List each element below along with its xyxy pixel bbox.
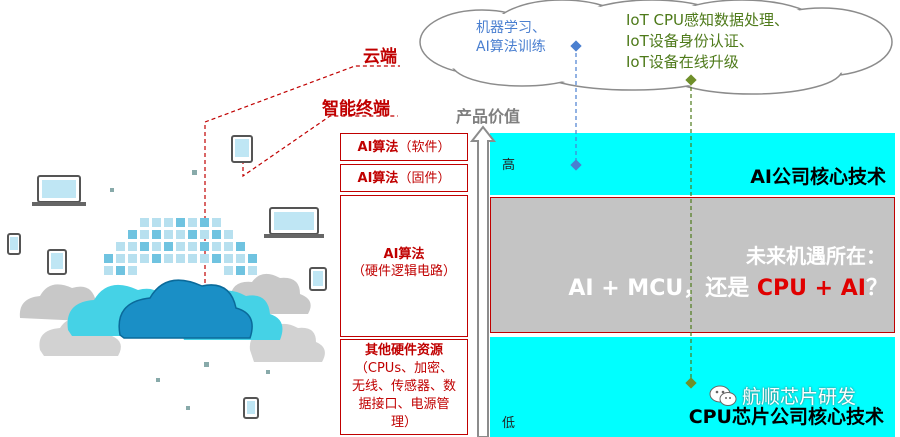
ai-core-label: AI公司核心技术 xyxy=(750,166,886,188)
blue-cloud-text: 机器学习、 AI算法训练 xyxy=(476,19,546,57)
algo-software-box: AI算法（软件） xyxy=(340,133,468,161)
future-line2: AI + MCU，还是 CPU + AI？ xyxy=(568,270,888,302)
future-part1: AI + MCU，还是 xyxy=(568,276,757,301)
algo-other-line2: 无线、传感器、数 xyxy=(351,379,456,394)
algo-firmware-title: AI算法 xyxy=(357,171,399,186)
cloud-end-label: 云端 xyxy=(363,47,397,67)
algo-other-title: 其他硬件资源 xyxy=(364,343,443,358)
low-label: 低 xyxy=(502,416,516,431)
smart-terminal-label: 智能终端 xyxy=(322,99,390,119)
algo-software-title: AI算法 xyxy=(357,140,399,155)
high-label: 高 xyxy=(502,158,516,173)
wechat-icon xyxy=(709,385,737,406)
product-value-label: 产品价值 xyxy=(456,107,521,126)
algo-firmware-sub: （固件） xyxy=(398,171,451,186)
green-line2: IoT设备身份认证、 xyxy=(626,32,754,50)
algo-other-box: 其他硬件资源 （CPUs、加密、 无线、传感器、数 据接口、电源管 理） xyxy=(340,339,468,435)
watermark: 航顺芯片研发 xyxy=(708,382,856,409)
iot-cloud-illustration xyxy=(7,135,327,419)
cpu-core-label: CPU芯片公司核心技术 xyxy=(688,406,884,428)
future-part2: CPU + AI xyxy=(756,276,866,301)
green-cloud-text: IoT CPU感知数据处理、 IoT设备身份认证、 IoT设备在线升级 xyxy=(626,10,789,73)
ai-core-band xyxy=(490,133,895,195)
algo-hardware-sub: （硬件逻辑电路） xyxy=(351,264,456,279)
green-line1: IoT CPU感知数据处理、 xyxy=(626,11,790,29)
blue-line2: AI算法训练 xyxy=(476,39,546,55)
algo-hardware-box: AI算法 （硬件逻辑电路） xyxy=(340,195,468,337)
watermark-text: 航顺芯片研发 xyxy=(742,386,857,408)
algo-software-sub: （软件） xyxy=(398,140,451,155)
future-part3: ？ xyxy=(865,276,888,301)
algo-other-line4: 理） xyxy=(390,415,417,430)
product-value-arrow xyxy=(470,125,496,437)
thought-cloud xyxy=(419,0,893,95)
algo-firmware-box: AI算法（固件） xyxy=(340,164,468,192)
pixel-grid xyxy=(104,218,257,275)
future-band xyxy=(490,197,895,333)
future-line1: 未来机遇所在： xyxy=(746,244,886,268)
green-line3: IoT设备在线升级 xyxy=(626,53,739,71)
algo-hardware-title: AI算法 xyxy=(383,247,425,262)
algo-other-line3: 据接口、电源管 xyxy=(358,397,450,412)
blue-line1: 机器学习、 xyxy=(476,20,546,36)
algo-other-line1: （CPUs、加密、 xyxy=(354,361,454,376)
